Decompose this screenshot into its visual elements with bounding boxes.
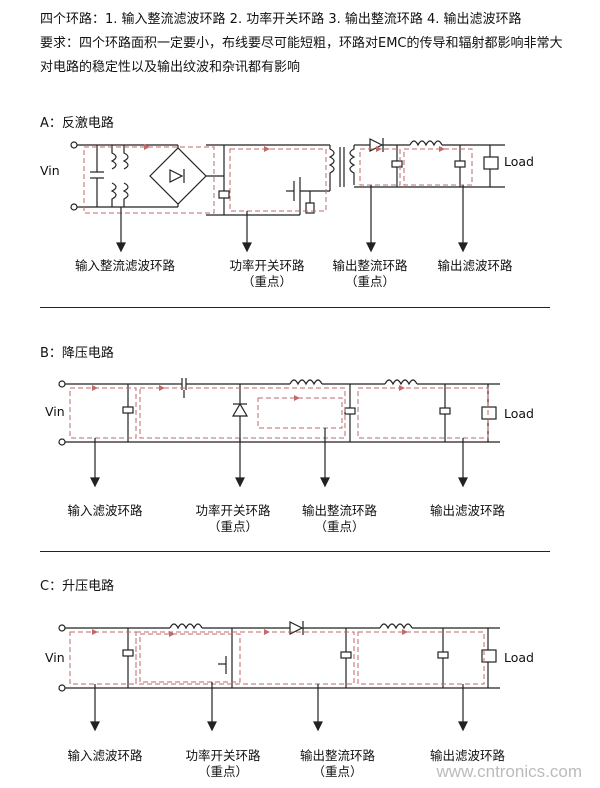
loop-output-rectifier	[257, 397, 343, 429]
buck-circuit-diagram	[58, 378, 500, 488]
flyback-wiring	[70, 138, 505, 216]
section-a-label-2: 功率开关环路（重点）	[229, 258, 305, 289]
label-pointers	[116, 185, 468, 253]
loop-power-switch	[139, 387, 346, 439]
section-a-label-4: 输出滤波环路	[437, 258, 513, 273]
loop-arrows	[144, 144, 445, 152]
loop-power-switch	[229, 148, 327, 212]
section-b-label-2: 功率开关环路（重点）	[195, 503, 271, 534]
label-pointers	[90, 682, 468, 732]
terminal-bottom	[70, 203, 78, 211]
section-c-title: C：升压电路	[40, 579, 115, 594]
section-b-label-4: 输出滤波环路	[429, 503, 505, 518]
section-a-label-1: 输入整流滤波环路	[75, 258, 176, 273]
intro-line-3: 对电路的稳定性以及输出纹波和杂讯都有影响	[40, 60, 301, 75]
section-a-label-3: 输出整流环路（重点）	[332, 258, 408, 289]
loop-output-filter	[403, 148, 473, 186]
intro-line-1: 四个环路：1. 输入整流滤波环路 2. 功率开关环路 3. 输出整流环路 4. …	[40, 12, 522, 27]
intro-text: 四个环路：1. 输入整流滤波环路 2. 功率开关环路 3. 输出整流环路 4. …	[40, 8, 595, 80]
section-c-label-4: 输出滤波环路	[429, 748, 505, 763]
divider-1	[40, 307, 550, 308]
loop-input-filter	[69, 387, 137, 439]
section-c-vin: Vin	[45, 650, 65, 665]
section-c-load: Load	[504, 650, 534, 665]
loop-output-rectifier	[135, 631, 355, 685]
section-a-vin: Vin	[40, 163, 60, 178]
section-c-label-1: 输入滤波环路	[67, 748, 143, 763]
loop-arrows	[92, 385, 405, 401]
loop-power-switch	[139, 633, 241, 683]
loop-arrows	[92, 629, 408, 637]
section-c-label-2: 功率开关环路（重点）	[185, 748, 261, 779]
section-b-label-1: 输入滤波环路	[67, 503, 143, 518]
label-pointers	[90, 428, 468, 488]
watermark: www.cntronics.com	[436, 762, 582, 781]
loop-output-filter	[357, 387, 489, 439]
section-b-label-3: 输出整流环路（重点）	[301, 503, 377, 534]
boost-loops	[69, 631, 485, 685]
terminal-top	[70, 141, 78, 149]
section-b-title: B：降压电路	[40, 346, 114, 361]
flyback-circuit-diagram	[70, 138, 505, 253]
loop-input-rectifier-filter	[83, 146, 215, 214]
intro-line-2: 要求：四个环路面积一定要小，布线要尽可能短粗，环路对EMC的传导和辐射都影响非常…	[40, 36, 563, 51]
loop-output-filter	[357, 631, 485, 685]
buck-loops	[69, 387, 489, 439]
divider-2	[40, 551, 550, 552]
flyback-loops	[83, 146, 473, 214]
section-a-load: Load	[504, 154, 534, 169]
section-c-label-3: 输出整流环路（重点）	[299, 748, 375, 779]
section-b-vin: Vin	[45, 404, 65, 419]
section-a-title: A：反激电路	[40, 116, 114, 131]
boost-circuit-diagram	[58, 621, 500, 732]
section-b-load: Load	[504, 406, 534, 421]
